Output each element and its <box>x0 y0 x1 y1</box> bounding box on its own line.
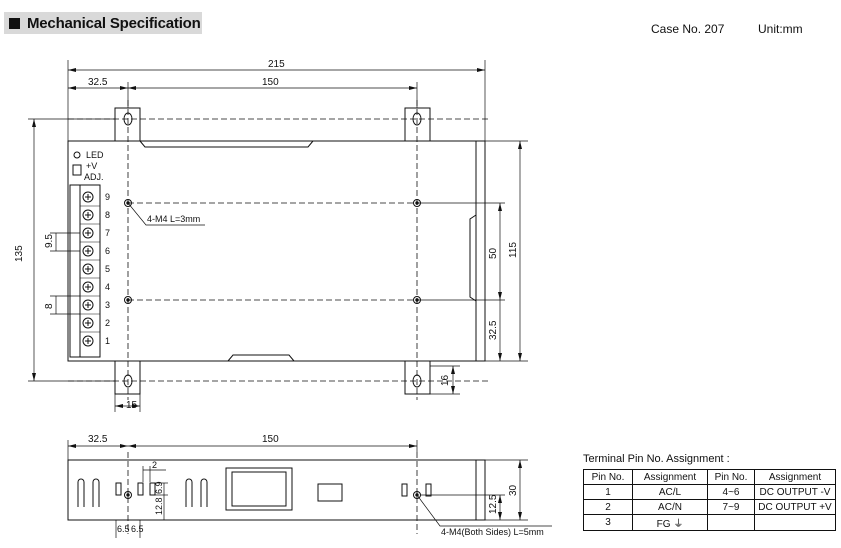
side-dim-left-offset: 32.5 <box>88 434 108 445</box>
terminal-number: 9 <box>105 192 110 202</box>
side-dim-slot-bottom: 12.8 <box>154 497 164 515</box>
dim-hole-v-span: 50 <box>488 247 499 259</box>
side-dim-b: 6.5 <box>131 524 144 534</box>
mount-tab-top-right <box>404 107 431 142</box>
top-view-body <box>67 140 486 362</box>
table-cell <box>707 514 755 531</box>
table-cell: DC OUTPUT +V <box>754 499 836 515</box>
terminal-number: 4 <box>105 282 110 292</box>
side-dim-hole-span: 150 <box>262 434 279 445</box>
mount-label-top: 4-M4 L=3mm <box>147 214 200 224</box>
side-view-body <box>67 459 486 521</box>
dim-tab-width: 15 <box>126 400 138 411</box>
table-cell: AC/L <box>632 484 708 500</box>
dim-mount-height: 115 <box>508 242 519 258</box>
mount-tab-top-left <box>114 107 141 142</box>
terminal-numbers: 9 8 7 6 5 4 3 2 1 <box>105 192 110 346</box>
table-row: 2 AC/N 7~9 DC OUTPUT +V <box>583 499 836 515</box>
side-dim-a: 6.5 <box>117 524 130 534</box>
header-assignment: Assignment <box>632 469 708 485</box>
adj-label: ADJ. <box>84 172 104 182</box>
terminal-number: 7 <box>105 228 110 238</box>
unit-label: Unit:mm <box>758 22 803 36</box>
dim-bottom-offset: 32.5 <box>488 320 499 340</box>
table-cell <box>754 514 836 531</box>
header-bullet <box>9 17 20 29</box>
header-pin-no: Pin No. <box>583 469 633 485</box>
table-row: 1 AC/L 4~6 DC OUTPUT -V <box>583 484 836 500</box>
terminal-number: 8 <box>105 210 110 220</box>
led-label: LED <box>86 150 104 160</box>
pin-assignment-table: Pin No. Assignment Pin No. Assignment 1 … <box>583 469 836 531</box>
section-title: Mechanical Specification <box>27 14 201 32</box>
terminal-number: 2 <box>105 318 110 328</box>
mount-label-side: 4-M4(Both Sides) L=5mm <box>441 527 544 537</box>
terminal-number: 5 <box>105 264 110 274</box>
side-dim-height: 30 <box>508 484 519 496</box>
case-number: Case No. 207 <box>651 22 725 36</box>
terminal-number: 3 <box>105 300 110 310</box>
side-dim-hole-height: 12.5 <box>488 494 499 514</box>
side-dim-slot-gap: 2 <box>152 460 157 470</box>
table-cell: FG ⏚ <box>632 514 708 531</box>
table-row: 3 FG ⏚ <box>583 514 836 531</box>
table-header-row: Pin No. Assignment Pin No. Assignment <box>583 469 836 485</box>
table-cell: 3 <box>583 514 633 531</box>
v-label: +V <box>86 161 97 171</box>
dim-hole-span: 150 <box>262 77 279 88</box>
terminal-number: 6 <box>105 246 110 256</box>
dim-tab-height: 16 <box>440 374 451 386</box>
terminal-block <box>69 184 101 358</box>
dim-left-offset: 32.5 <box>88 77 108 88</box>
table-cell: 1 <box>583 484 633 500</box>
mount-tab-bottom-left <box>114 360 141 395</box>
table-cell: AC/N <box>632 499 708 515</box>
pin-table-title: Terminal Pin No. Assignment : <box>583 453 730 465</box>
dim-overall-width: 215 <box>268 59 285 70</box>
dim-terminal-pitch: 9.5 <box>44 234 55 248</box>
table-cell: DC OUTPUT -V <box>754 484 836 500</box>
side-dim-slot-h: 6.9 <box>154 481 164 494</box>
header-pin-no: Pin No. <box>707 469 755 485</box>
table-cell: 4~6 <box>707 484 755 500</box>
table-cell: 7~9 <box>707 499 755 515</box>
dim-overall-height: 135 <box>14 245 25 262</box>
mount-tab-bottom-right <box>404 360 431 395</box>
table-cell: 2 <box>583 499 633 515</box>
section-header: Mechanical Specification <box>4 12 202 34</box>
dim-terminal-width: 8 <box>44 303 55 309</box>
terminal-number: 1 <box>105 336 110 346</box>
header-assignment: Assignment <box>754 469 836 485</box>
